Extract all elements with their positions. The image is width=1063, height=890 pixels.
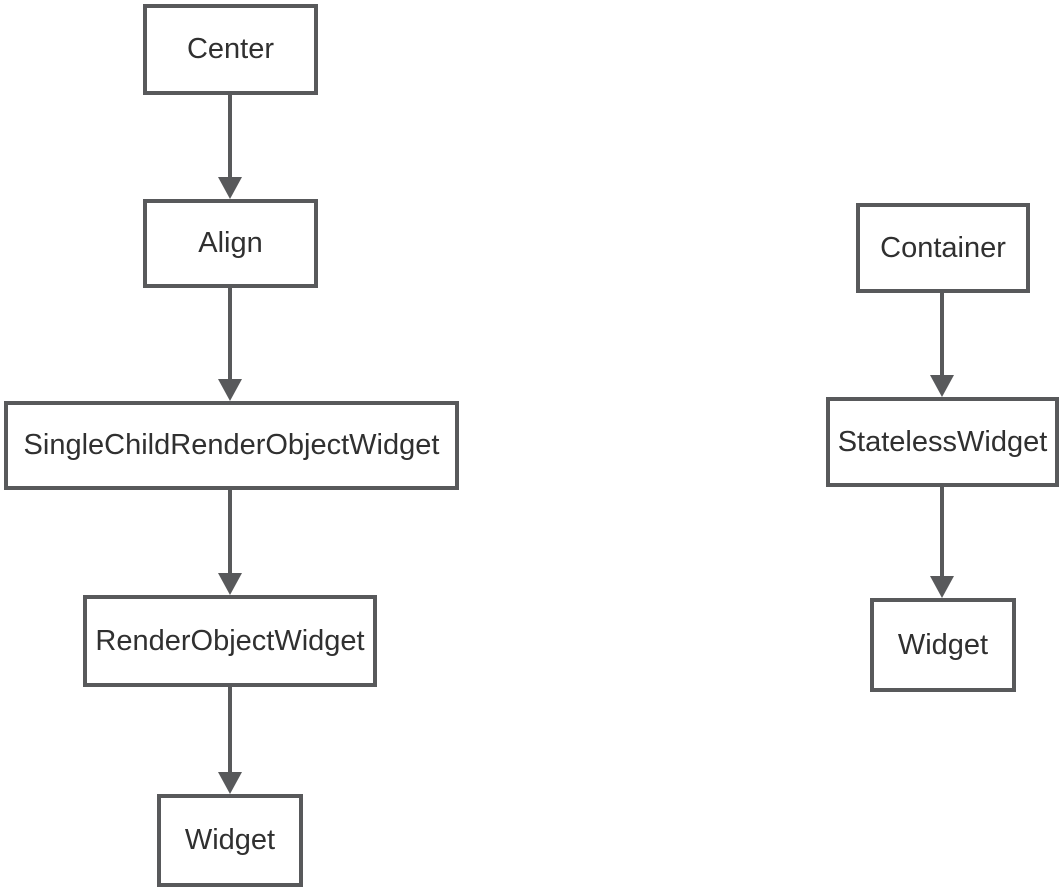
arrow-center-to-align xyxy=(218,95,242,199)
node-label: Widget xyxy=(897,628,989,661)
node-renderobjectwidget: RenderObjectWidget xyxy=(83,595,377,687)
node-singlechildrenderobjectwidget: SingleChildRenderObjectWidget xyxy=(4,401,459,490)
node-label: Align xyxy=(198,227,263,259)
arrow-renderobjectwidget-to-widget xyxy=(218,687,242,794)
node-label: SingleChildRenderObjectWidget xyxy=(23,429,440,461)
node-label: StatelessWidget xyxy=(837,425,1048,458)
node-align: Align xyxy=(143,199,318,288)
arrow-align-to-singlechildrenderobjectwidget xyxy=(218,288,242,401)
node-label: Center xyxy=(186,33,275,65)
arrow-container-to-statelesswidget xyxy=(930,293,954,397)
node-widget-left: Widget xyxy=(157,794,303,887)
node-label: RenderObjectWidget xyxy=(95,624,365,657)
node-statelesswidget: StatelessWidget xyxy=(826,397,1059,487)
node-widget-right: Widget xyxy=(870,598,1016,692)
node-center: Center xyxy=(143,4,318,95)
arrow-singlechildrenderobjectwidget-to-renderobjectwidget xyxy=(218,490,242,595)
node-container: Container xyxy=(856,203,1030,293)
arrow-statelesswidget-to-widget xyxy=(930,487,954,598)
node-label: Container xyxy=(880,231,1006,264)
node-label: Widget xyxy=(184,824,276,856)
